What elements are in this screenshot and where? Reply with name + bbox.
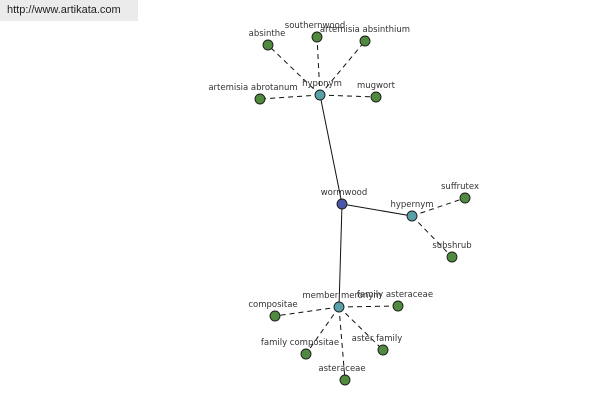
node-label-mugwort[interactable]: mugwort <box>357 81 396 91</box>
node-wormwood[interactable] <box>336 198 348 210</box>
node-artemisia-absinthium[interactable] <box>359 35 371 47</box>
node-label-suffrutex[interactable]: suffrutex <box>441 182 479 192</box>
node-label-southernwood[interactable]: southernwood <box>285 21 345 31</box>
labels-layer: wormwood hyponym hypernym member meronym abs… <box>208 21 479 374</box>
edge-member-family-asteraceae <box>338 305 399 308</box>
node-label-compositae[interactable]: compositae <box>248 300 297 310</box>
node-southernwood[interactable] <box>311 31 323 43</box>
edges-layer <box>259 36 466 381</box>
edge-hypernym-subshrub <box>411 215 453 258</box>
edge-member-aster-family <box>338 306 384 351</box>
node-subshrub[interactable] <box>446 251 458 263</box>
edge-wormwood-hypernym <box>341 203 413 217</box>
node-label-member[interactable]: member meronym <box>302 291 381 301</box>
node-member[interactable] <box>333 301 345 313</box>
node-label-hyponym[interactable]: hyponym <box>302 79 342 89</box>
edge-member-family-compositae <box>305 306 340 355</box>
node-label-wormwood[interactable]: wormwood <box>321 188 368 198</box>
node-mugwort[interactable] <box>370 91 382 103</box>
node-absinthe[interactable] <box>262 39 274 51</box>
edge-hyponym-artemisia-absinthium <box>319 40 366 96</box>
node-label-absinthe[interactable]: absinthe <box>249 29 286 39</box>
node-label-artemisia-abrotanum[interactable]: artemisia abrotanum <box>208 83 297 93</box>
edge-wormwood-hyponym <box>319 94 343 205</box>
node-label-subshrub[interactable]: subshrub <box>432 241 471 251</box>
nodes-layer <box>254 31 471 386</box>
node-compositae[interactable] <box>269 310 281 322</box>
node-label-family-asteraceae[interactable]: family asteraceae <box>357 290 433 300</box>
edge-hyponym-mugwort <box>319 94 377 98</box>
node-suffrutex[interactable] <box>459 192 471 204</box>
node-label-artemisia-absinthium[interactable]: artemisia absinthium <box>320 25 410 35</box>
node-label-asteraceae[interactable]: asteraceae <box>318 364 365 374</box>
node-hyponym[interactable] <box>314 89 326 101</box>
edge-member-compositae <box>274 306 340 317</box>
node-family-asteraceae[interactable] <box>392 300 404 312</box>
edge-wormwood-member <box>338 203 343 308</box>
node-label-family-compositae[interactable]: family compositae <box>261 338 339 348</box>
node-label-hypernym[interactable]: hypernym <box>390 200 433 210</box>
node-label-aster-family[interactable]: aster family <box>352 334 403 344</box>
node-artemisia-abrotanum[interactable] <box>254 93 266 105</box>
edge-member-asteraceae <box>338 306 346 381</box>
edge-hyponym-artemisia-abrotanum <box>259 94 321 100</box>
edge-hypernym-suffrutex <box>411 197 466 217</box>
node-family-compositae[interactable] <box>300 348 312 360</box>
edge-hyponym-absinthe <box>267 44 321 96</box>
node-aster-family[interactable] <box>377 344 389 356</box>
node-hypernym[interactable] <box>406 210 418 222</box>
node-asteraceae[interactable] <box>339 374 351 386</box>
source-url-link[interactable]: http://www.artikata.com <box>0 0 138 21</box>
edge-hyponym-southernwood <box>316 36 321 96</box>
